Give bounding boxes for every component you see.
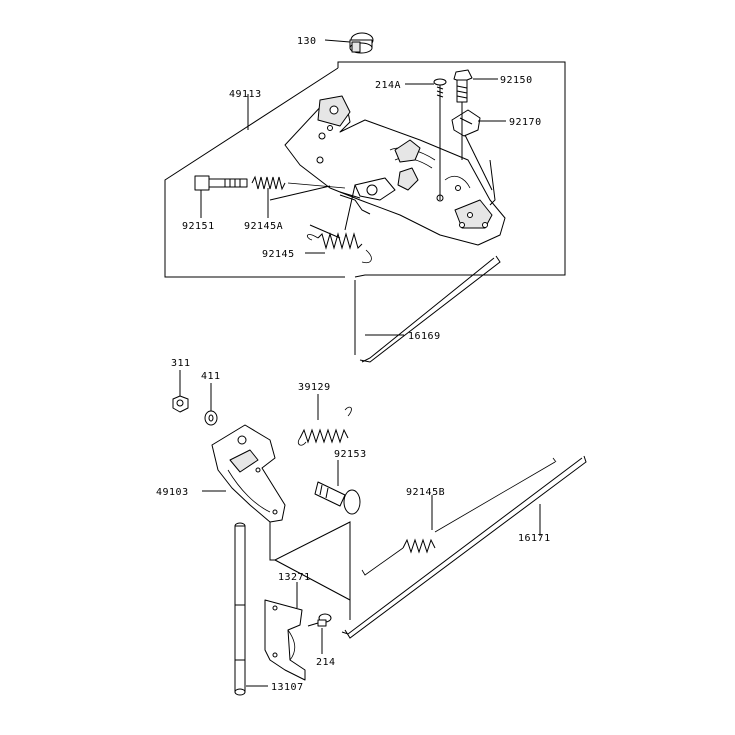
- label-92145: 92145: [262, 249, 295, 260]
- part-49113-control-plate: [284, 95, 506, 246]
- label-16169: 16169: [408, 331, 441, 342]
- part-92145B-spring: [361, 461, 556, 576]
- part-92170-clip: [451, 109, 481, 137]
- part-214-screw: [307, 613, 332, 627]
- leader-lines: [179, 39, 541, 687]
- part-39129-spring: [297, 406, 352, 446]
- label-311: 311: [171, 358, 191, 369]
- part-92145A-spring: [251, 175, 346, 191]
- label-130: 130: [297, 36, 317, 47]
- label-92145B: 92145B: [406, 487, 445, 498]
- part-130-bolt: [349, 32, 374, 54]
- part-labels: 130 214A 92150 49113 92170 92151 92145A …: [156, 36, 551, 693]
- label-92145A: 92145A: [244, 221, 283, 232]
- part-92150-bolt: [453, 69, 473, 103]
- label-13271: 13271: [278, 572, 311, 583]
- part-49103-lever: [211, 424, 286, 523]
- part-214A-screw: [433, 78, 447, 100]
- part-16169-rod: [359, 255, 501, 363]
- part-92153-bolt: [314, 481, 361, 515]
- part-92151-bolt: [194, 175, 248, 191]
- label-13107: 13107: [271, 682, 304, 693]
- part-311-nut: [172, 395, 189, 413]
- label-49103: 49103: [156, 487, 189, 498]
- part-411-washer: [204, 410, 218, 426]
- part-16171-rod: [341, 455, 587, 639]
- lower-assembly-outline: [269, 521, 351, 620]
- label-92150: 92150: [500, 75, 533, 86]
- label-214: 214: [316, 657, 336, 668]
- label-92151: 92151: [182, 221, 215, 232]
- upper-assembly-outline: [164, 61, 566, 278]
- label-214A: 214A: [375, 80, 401, 91]
- part-92145-spring: [306, 232, 372, 264]
- label-39129: 39129: [298, 382, 331, 393]
- part-13107-shaft: [234, 522, 246, 696]
- label-49113: 49113: [229, 89, 262, 100]
- label-92153: 92153: [334, 449, 367, 460]
- label-92170: 92170: [509, 117, 542, 128]
- label-411: 411: [201, 371, 221, 382]
- label-16171: 16171: [518, 533, 551, 544]
- part-13271-bracket: [264, 599, 306, 681]
